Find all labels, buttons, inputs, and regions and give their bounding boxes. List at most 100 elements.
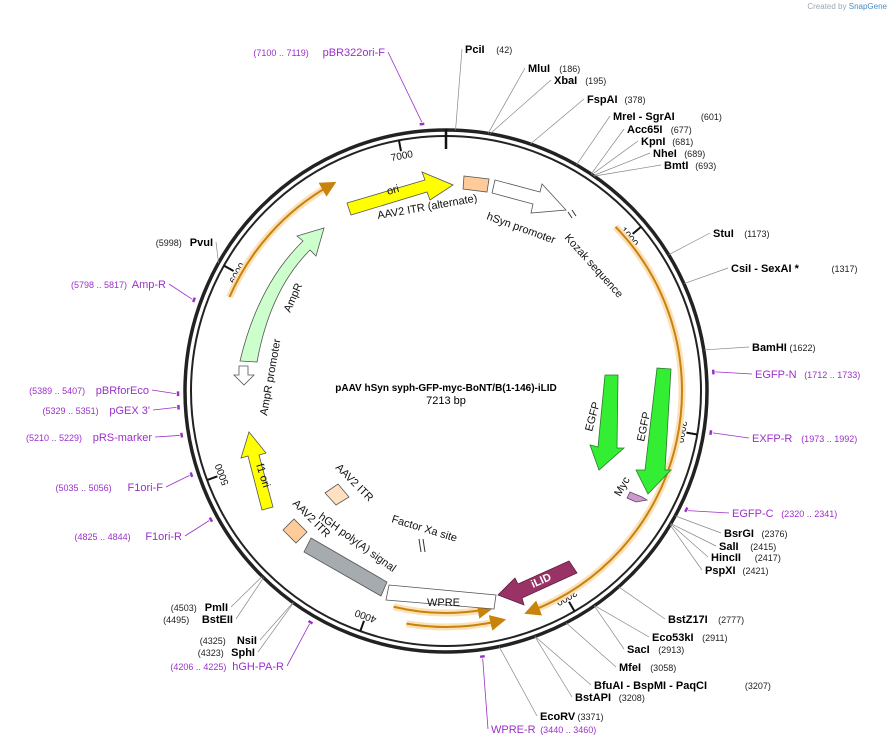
ampr-feature[interactable] bbox=[239, 227, 325, 363]
enzyme-name[interactable]: BstEII bbox=[202, 614, 233, 626]
primer-name[interactable]: EGFP-N bbox=[755, 369, 797, 381]
ilid-feature[interactable] bbox=[497, 560, 578, 606]
primer-position: (1712 .. 1733) bbox=[804, 370, 860, 380]
enzyme-name[interactable]: NheI bbox=[653, 148, 677, 160]
enzyme-name[interactable]: KpnI bbox=[641, 136, 665, 148]
aav2-itr-feature-2[interactable] bbox=[324, 483, 350, 506]
enzyme-leader bbox=[593, 152, 651, 176]
hgh-polya-feature[interactable] bbox=[303, 537, 388, 597]
ampr-promoter-feature[interactable] bbox=[233, 365, 255, 386]
enzyme-name[interactable]: SalI bbox=[719, 541, 739, 553]
enzyme-position: (2376) bbox=[762, 529, 788, 539]
enzyme-name[interactable]: PciI bbox=[465, 44, 485, 56]
primer-name[interactable]: EXFP-R bbox=[752, 433, 792, 445]
enzyme-name[interactable]: SphI bbox=[231, 647, 255, 659]
enzyme-position: (2911) bbox=[702, 633, 727, 643]
orf-arc-4[interactable] bbox=[228, 181, 337, 298]
enzyme-name[interactable]: StuI bbox=[713, 228, 734, 240]
primer-position: (5329 .. 5351) bbox=[43, 406, 99, 416]
primer-position: (1973 .. 1992) bbox=[801, 434, 857, 444]
enzyme-name[interactable]: NsiI bbox=[237, 635, 257, 647]
egfp-feature-2[interactable] bbox=[635, 367, 672, 495]
primer-mark[interactable] bbox=[709, 430, 713, 436]
enzyme-name[interactable]: Acc65I bbox=[627, 124, 662, 136]
orf-arc-3[interactable] bbox=[393, 602, 494, 619]
enzyme-name[interactable]: Eco53kI bbox=[652, 632, 694, 644]
primer-name[interactable]: pRS-marker bbox=[93, 432, 153, 444]
primer-name[interactable]: Amp-R bbox=[132, 279, 166, 291]
primer-position: (5798 .. 5817) bbox=[71, 280, 127, 290]
enzyme-name[interactable]: BstAPI bbox=[575, 692, 611, 704]
enzyme-position: (2417) bbox=[755, 553, 781, 563]
enzyme-position: (681) bbox=[672, 137, 693, 147]
enzyme-name[interactable]: EcoRV bbox=[540, 711, 576, 723]
primer-name[interactable]: hGH-PA-R bbox=[232, 661, 284, 673]
enzyme-name[interactable]: PspXI bbox=[705, 565, 736, 577]
enzyme-name[interactable]: BsrGI bbox=[724, 528, 754, 540]
egfp-feature-1[interactable] bbox=[589, 374, 626, 471]
enzyme-name[interactable]: MreI - SgrAI bbox=[613, 111, 675, 123]
myc-feature[interactable] bbox=[626, 491, 649, 503]
enzyme-name[interactable]: BstZ17I bbox=[668, 614, 708, 626]
enzyme-leader bbox=[668, 232, 711, 256]
enzyme-position: (195) bbox=[585, 76, 606, 86]
enzyme-name[interactable]: HincII bbox=[711, 552, 741, 564]
enzyme-leader bbox=[594, 164, 662, 177]
enzyme-position: (3208) bbox=[619, 693, 645, 703]
primer-leader bbox=[715, 371, 753, 375]
primer-name[interactable]: pBRforEco bbox=[96, 385, 149, 397]
primer-name[interactable]: pGEX 3' bbox=[109, 405, 150, 417]
primer-name[interactable]: EGFP-C bbox=[732, 508, 774, 520]
orf-arc-1[interactable] bbox=[524, 226, 683, 616]
wpre-feature[interactable] bbox=[385, 584, 497, 610]
enzyme-leader bbox=[565, 622, 617, 668]
enzyme-name[interactable]: MluI bbox=[528, 63, 550, 75]
enzyme-name[interactable]: BfuAI - BspMI - PaqCI bbox=[594, 680, 707, 692]
aav2-itr-alt-feature[interactable] bbox=[462, 175, 490, 193]
enzyme-name[interactable]: BamHI bbox=[752, 342, 787, 354]
enzyme-name[interactable]: SacI bbox=[627, 644, 650, 656]
enzyme-position: (378) bbox=[625, 95, 646, 105]
enzyme-name[interactable]: FspAI bbox=[587, 94, 618, 106]
enzyme-position: (186) bbox=[559, 64, 580, 74]
enzyme-name[interactable]: XbaI bbox=[554, 75, 577, 87]
enzyme-position: (4325) bbox=[200, 636, 226, 646]
primer-name[interactable]: F1ori-F bbox=[128, 482, 164, 494]
primer-mark[interactable] bbox=[180, 432, 184, 438]
enzyme-leader bbox=[594, 605, 650, 638]
primer-mark[interactable] bbox=[307, 619, 314, 625]
enzyme-leader bbox=[591, 140, 639, 175]
enzyme-leader bbox=[530, 98, 585, 145]
orf-arc-2[interactable] bbox=[406, 615, 507, 631]
primer-mark[interactable] bbox=[479, 654, 485, 659]
hsyn-promoter-label: hSyn promoter bbox=[485, 211, 557, 247]
primer-position: (5210 .. 5229) bbox=[26, 433, 82, 443]
primer-mark[interactable] bbox=[208, 516, 214, 523]
enzyme-name[interactable]: CsiI - SexAI * bbox=[731, 263, 800, 275]
enzyme-name[interactable]: PmlI bbox=[205, 602, 228, 614]
enzyme-leader bbox=[683, 267, 729, 285]
primer-position: (2320 .. 2341) bbox=[781, 509, 837, 519]
enzyme-name[interactable]: MfeI bbox=[619, 662, 641, 674]
ori-feature[interactable] bbox=[346, 171, 454, 216]
hsyn-promoter-feature[interactable] bbox=[491, 179, 567, 214]
primer-mark[interactable] bbox=[192, 297, 196, 303]
enzyme-position: (2913) bbox=[658, 645, 684, 655]
enzyme-leader bbox=[455, 48, 463, 131]
primer-name[interactable]: pBR322ori-F bbox=[323, 47, 386, 59]
primer-name[interactable]: F1ori-R bbox=[145, 531, 182, 543]
tick-label: 7000 bbox=[390, 149, 414, 164]
primer-mark[interactable] bbox=[684, 507, 689, 513]
enzyme-position: (4503) bbox=[171, 603, 197, 613]
ori-label: ori bbox=[386, 183, 401, 198]
kozak-feature bbox=[567, 209, 577, 219]
enzyme-name[interactable]: PvuI bbox=[190, 237, 213, 249]
f1-ori-feature[interactable] bbox=[240, 431, 274, 511]
enzyme-name[interactable]: BmtI bbox=[664, 160, 688, 172]
primer-name[interactable]: WPRE-R bbox=[491, 724, 536, 736]
enzyme-position: (3058) bbox=[650, 663, 676, 673]
factor-xa-feature bbox=[418, 538, 426, 553]
primer-mark[interactable] bbox=[189, 472, 194, 478]
primer-position: (3440 .. 3460) bbox=[540, 725, 596, 735]
aav2-itr-feature-1[interactable] bbox=[282, 518, 308, 544]
